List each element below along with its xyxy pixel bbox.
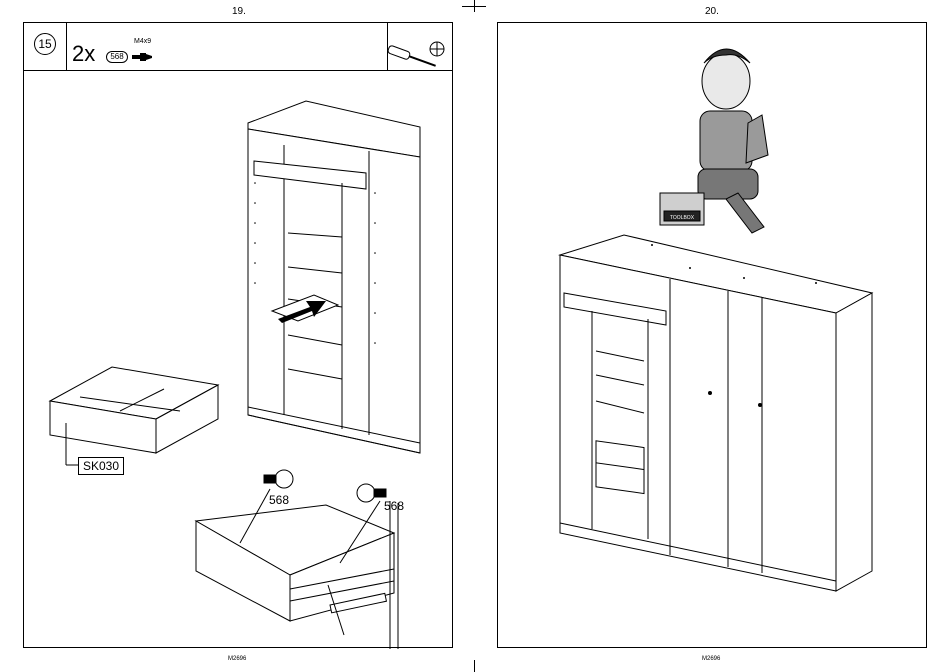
part-callout-1: 568 — [269, 493, 289, 507]
right-page-frame: TOOLBOX — [497, 22, 927, 648]
left-page-frame: 15 2x 568 M4x9 — [23, 22, 453, 648]
right-page-number: 20. — [705, 6, 719, 17]
part-callout-2: 568 — [384, 499, 404, 513]
right-footer-code: M2696 — [702, 656, 720, 662]
left-footer-code: M2696 — [228, 656, 246, 662]
assembled-wardrobe-drawing — [498, 23, 928, 649]
drawer-detail-drawing — [24, 23, 454, 649]
left-page-number: 19. — [232, 6, 246, 17]
center-crop-mark-h — [462, 6, 486, 7]
center-crop-mark-bottom — [474, 660, 475, 672]
